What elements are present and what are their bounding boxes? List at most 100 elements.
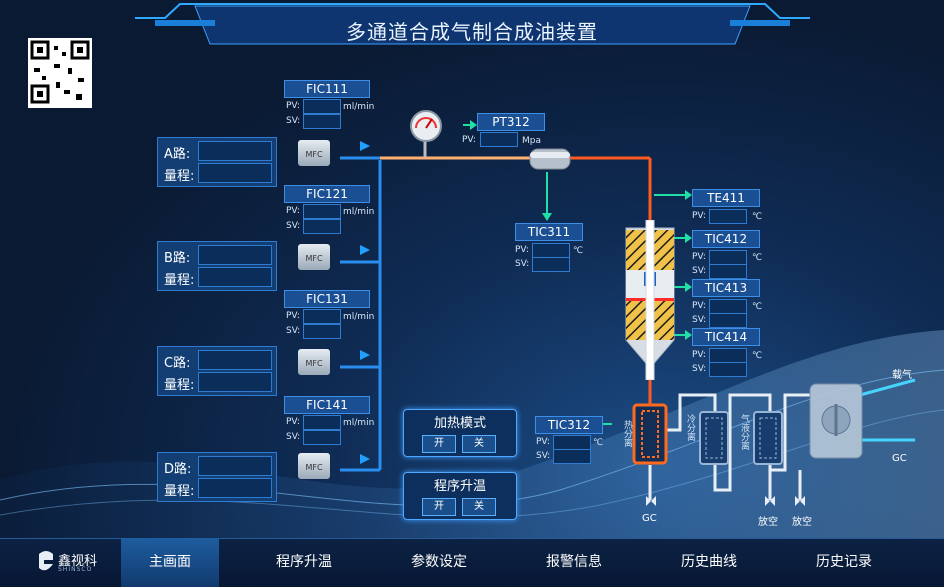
fic121-pv-field: [303, 204, 341, 219]
program-heat-off-button[interactable]: 关: [462, 498, 496, 516]
fic121-sv-field[interactable]: [303, 219, 341, 234]
title-frame: [135, 3, 810, 45]
vent-1-label: 放空: [758, 517, 778, 528]
pt312-pv-field: [480, 132, 518, 147]
tic412-pv-field: [709, 250, 747, 265]
route-c-range-value[interactable]: [198, 372, 272, 392]
program-heat-panel: 程序升温 开 关: [403, 472, 517, 520]
fic141-tag: FIC141: [284, 396, 370, 414]
program-heat-on-button[interactable]: 开: [422, 498, 456, 516]
pt312-pv-label: PV:: [462, 135, 476, 145]
fic111-sv-field[interactable]: [303, 114, 341, 129]
route-b-range-value[interactable]: [198, 267, 272, 287]
tic312-sv-label: SV:: [536, 451, 551, 461]
cold-separator: [699, 411, 729, 465]
nav-history-record[interactable]: 历史记录: [816, 554, 872, 570]
nav-history-curve[interactable]: 历史曲线: [681, 554, 737, 570]
nav-program-heat[interactable]: 程序升温: [276, 554, 332, 570]
tic414-unit: ℃: [752, 351, 763, 361]
hot-separator: [632, 403, 668, 465]
nav-main[interactable]: 主画面: [121, 538, 219, 587]
fic121-unit: ml/min: [343, 207, 375, 217]
te411-tag: TE411: [692, 189, 760, 207]
route-c-value[interactable]: [198, 350, 272, 370]
tic312-sv-field[interactable]: [553, 449, 591, 464]
vent-2-label: 放空: [792, 517, 812, 528]
tic413-pv-field: [709, 299, 747, 314]
fic121-sv-label: SV:: [286, 221, 301, 231]
fic131-pv-field: [303, 309, 341, 324]
cold-separator-label: 冷分离: [685, 414, 695, 441]
fic131-unit: ml/min: [343, 312, 375, 322]
te411-pv-label: PV:: [692, 211, 706, 221]
logo-icon: [39, 551, 53, 571]
tic311-sv-field[interactable]: [532, 257, 570, 272]
heat-mode-panel: 加热模式 开 关: [403, 409, 517, 457]
tic413-unit: ℃: [752, 302, 763, 312]
fic141-sv-field[interactable]: [303, 430, 341, 445]
heat-mode-title: 加热模式: [433, 416, 486, 431]
tic413-pv-label: PV:: [692, 301, 706, 311]
flow-arrow-icon: [360, 141, 370, 151]
fic111-unit: ml/min: [343, 102, 375, 112]
preheater: [529, 148, 571, 170]
fic131-sv-field[interactable]: [303, 324, 341, 339]
tic412-unit: ℃: [752, 253, 763, 263]
tic413-sv-field[interactable]: [709, 313, 747, 328]
gc-right-label: GC: [892, 453, 907, 464]
tic312-unit: ℃: [593, 438, 604, 448]
mfc-c[interactable]: MFC: [298, 349, 330, 375]
route-a-value[interactable]: [198, 141, 272, 161]
gc-valve-block: [809, 383, 863, 459]
brand-logo: 鑫视科 SHINSCO: [36, 548, 120, 578]
tic311-unit: ℃: [573, 246, 584, 256]
route-b-label: B路:: [164, 251, 191, 266]
route-b-panel: B路: 量程:: [157, 241, 277, 291]
mfc-a[interactable]: MFC: [298, 140, 330, 166]
route-b-range-label: 量程:: [164, 273, 195, 288]
route-a-range-value[interactable]: [198, 163, 272, 183]
route-a-range-label: 量程:: [164, 169, 195, 184]
tic414-sv-label: SV:: [692, 364, 707, 374]
tic414-sv-field[interactable]: [709, 362, 747, 377]
tic412-sv-label: SV:: [692, 266, 707, 276]
page-title: 多通道合成气制合成油装置: [346, 20, 598, 44]
tic414-tag: TIC414: [692, 328, 760, 346]
carrier-gas-label: 载气: [892, 370, 912, 381]
route-d-range-value[interactable]: [198, 478, 272, 498]
gas-liquid-separator-label: 气液分离: [739, 414, 749, 450]
tic412-tag: TIC412: [692, 230, 760, 248]
nav-parameters[interactable]: 参数设定: [411, 554, 467, 570]
te411-unit: ℃: [752, 212, 763, 222]
mfc-d[interactable]: MFC: [298, 453, 330, 479]
route-a-label: A路:: [164, 147, 191, 162]
tic311-pv-field: [532, 243, 570, 258]
te411-pv-field: [709, 209, 747, 224]
heat-mode-on-button[interactable]: 开: [422, 435, 456, 453]
valve-icon[interactable]: [645, 495, 657, 507]
pressure-gauge-icon: [410, 110, 442, 142]
fic131-pv-label: PV:: [286, 311, 300, 321]
tic414-pv-label: PV:: [692, 350, 706, 360]
tic312-pv-label: PV:: [536, 437, 550, 447]
route-a-panel: A路: 量程:: [157, 137, 277, 187]
fic141-pv-field: [303, 415, 341, 430]
mfc-b[interactable]: MFC: [298, 244, 330, 270]
flow-arrow-icon: [360, 350, 370, 360]
valve-icon[interactable]: [794, 495, 806, 507]
tic413-tag: TIC413: [692, 279, 760, 297]
nav-alarms[interactable]: 报警信息: [546, 554, 602, 570]
fic141-unit: ml/min: [343, 418, 375, 428]
route-d-value[interactable]: [198, 456, 272, 476]
fic111-sv-label: SV:: [286, 116, 301, 126]
tic412-sv-field[interactable]: [709, 264, 747, 279]
logo-cn: 鑫视科: [58, 554, 98, 569]
pt312-unit: Mpa: [522, 136, 541, 146]
valve-icon[interactable]: [764, 495, 776, 507]
process-piping: [340, 120, 916, 500]
tic414-pv-field: [709, 348, 747, 363]
route-b-value[interactable]: [198, 245, 272, 265]
heat-mode-off-button[interactable]: 关: [462, 435, 496, 453]
flow-arrow-icon: [360, 245, 370, 255]
